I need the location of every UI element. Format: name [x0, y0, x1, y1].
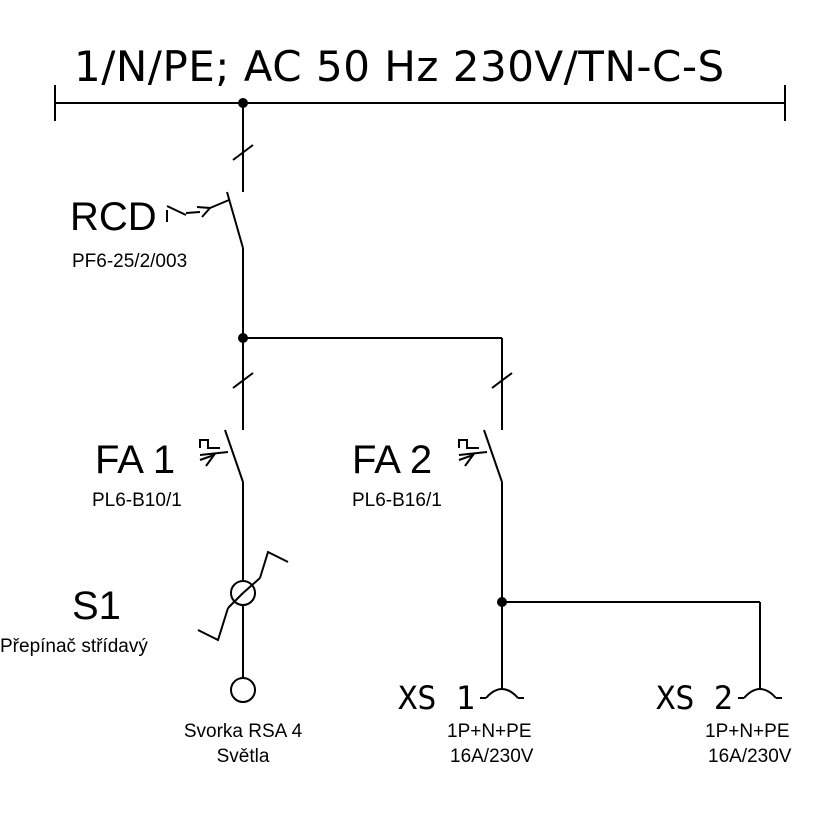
supply-title: 1/N/PE; AC 50 Hz 230V/TN-C-S: [74, 42, 725, 91]
xs1-label: XS 1: [398, 679, 476, 717]
xs1-socket-symbol: [480, 688, 524, 699]
distribution-wiring: [238, 333, 503, 430]
terminal-circle: [230, 677, 256, 703]
socket-wiring: [497, 597, 761, 690]
rcd-type: PF6-25/2/003: [72, 251, 188, 272]
s1-switch-symbol: [197, 550, 289, 703]
rcd-symbol: [166, 103, 254, 338]
xs2-socket-symbol: [738, 688, 782, 699]
fa2-type: PL6-B16/1: [352, 490, 442, 511]
s1-label: S1: [72, 584, 121, 628]
xs2-rating-line2: 16A/230V: [708, 746, 792, 767]
fa1-label: FA 1: [95, 438, 176, 482]
fa2-label: FA 2: [352, 438, 433, 482]
xs1-rating-line1: 1P+N+PE: [447, 721, 532, 742]
terminal-line1: Svorka RSA 4: [183, 721, 303, 742]
terminal-line2: Světla: [216, 746, 270, 767]
fa1-type: PL6-B10/1: [92, 490, 182, 511]
xs2-rating-line1: 1P+N+PE: [705, 721, 790, 742]
fa2-breaker-symbol: [458, 372, 513, 602]
fa1-breaker-symbol: [199, 372, 254, 580]
xs1-rating-line2: 16A/230V: [450, 746, 534, 767]
xs2-label: XS 2: [656, 679, 734, 717]
rcd-label: RCD: [70, 195, 157, 239]
s1-description: Přepínač střídavý: [0, 636, 148, 657]
